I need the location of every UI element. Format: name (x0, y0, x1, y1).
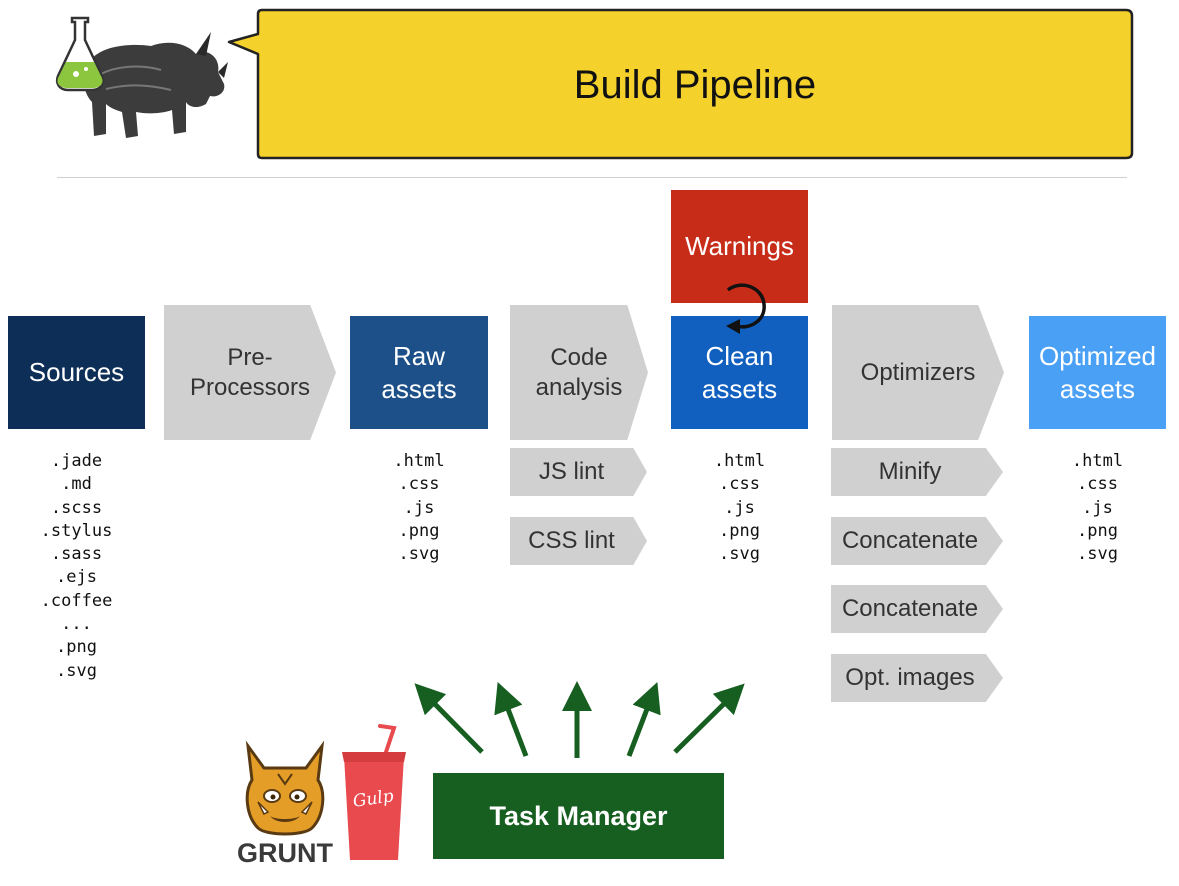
arrow-to-preprocessors (414, 683, 484, 754)
grunt-wordmark: GRUNT (237, 838, 333, 866)
loop-arrow-icon (726, 283, 766, 334)
title-callout-bubble (227, 8, 1134, 160)
preprocessors-arrow: Pre- Processors (164, 305, 336, 440)
file-item: .js (724, 497, 755, 518)
file-item: .stylus (40, 520, 113, 541)
file-item: .css (719, 474, 760, 495)
task-manager-box: Task Manager (433, 773, 724, 859)
file-item: .png (719, 520, 760, 541)
optimized-assets-label: Optimized assets (1038, 341, 1157, 404)
js-lint-label: JS lint (538, 458, 605, 485)
file-item: .png (1077, 520, 1118, 541)
file-item: .js (403, 497, 435, 518)
opt-images-arrow: Opt. images (831, 654, 1003, 702)
optimizers-arrow: Optimizers (832, 305, 1004, 440)
file-item: .coffee (40, 590, 113, 611)
raw-file-list: .html .css .js .png .svg (350, 450, 488, 566)
file-item: .svg (398, 544, 440, 565)
divider (57, 177, 1127, 178)
file-item: .svg (56, 660, 97, 681)
file-item: .js (1082, 497, 1113, 518)
optimized-assets-box: Optimized assets (1029, 316, 1166, 429)
optimizers-label: Optimizers (860, 358, 976, 386)
arrow-to-raw-assets (494, 681, 529, 757)
concatenate-arrow-1: Concatenate (831, 517, 1003, 565)
rhino-mascot-logo (55, 16, 228, 138)
file-item: .md (61, 474, 92, 495)
file-item: .svg (1077, 544, 1118, 565)
file-item: .png (398, 520, 440, 541)
file-item: .css (1077, 474, 1118, 495)
minify-label: Minify (878, 458, 942, 485)
preprocessors-label: Pre- Processors (189, 343, 311, 401)
arrow-to-clean-assets (626, 681, 661, 757)
concatenate-arrow-2: Concatenate (831, 585, 1003, 633)
file-item: .html (393, 451, 445, 471)
file-item: .html (713, 451, 766, 471)
clean-assets-label: Clean assets (701, 341, 778, 404)
file-item: .jade (50, 451, 103, 471)
js-lint-arrow: JS lint (510, 448, 647, 496)
page-title: Build Pipeline (573, 62, 817, 107)
grunt-logo: GRUNT (237, 740, 333, 866)
file-item: .ejs (56, 567, 97, 588)
clean-file-list: .html .css .js .png .svg (671, 450, 808, 566)
file-item: .scss (50, 497, 103, 518)
code-analysis-label: Code analysis (535, 343, 623, 401)
sources-file-list: .jade .md .scss .stylus .sass .ejs .coff… (8, 450, 145, 683)
arrow-to-optimizers (673, 683, 745, 754)
file-item: .html (1071, 451, 1124, 471)
css-lint-arrow: CSS lint (510, 517, 647, 565)
file-item: .css (398, 474, 440, 495)
file-item: .png (56, 637, 97, 658)
code-analysis-arrow: Code analysis (510, 305, 648, 440)
raw-assets-label: Raw assets (381, 341, 457, 404)
file-item: .svg (719, 544, 760, 565)
gulp-logo: Gulp (342, 724, 406, 860)
concatenate-label-1: Concatenate (841, 527, 979, 554)
optimized-file-list: .html .css .js .png .svg (1029, 450, 1166, 566)
minify-arrow: Minify (831, 448, 1003, 496)
opt-images-label: Opt. images (845, 664, 975, 691)
task-manager-arrows (414, 681, 745, 758)
concatenate-label-2: Concatenate (841, 595, 979, 622)
clean-assets-box: Clean assets (671, 316, 808, 429)
sources-box: Sources (8, 316, 145, 429)
file-item: .sass (50, 544, 103, 565)
file-item: ... (61, 614, 92, 635)
raw-assets-box: Raw assets (350, 316, 488, 429)
css-lint-label: CSS lint (528, 527, 615, 554)
